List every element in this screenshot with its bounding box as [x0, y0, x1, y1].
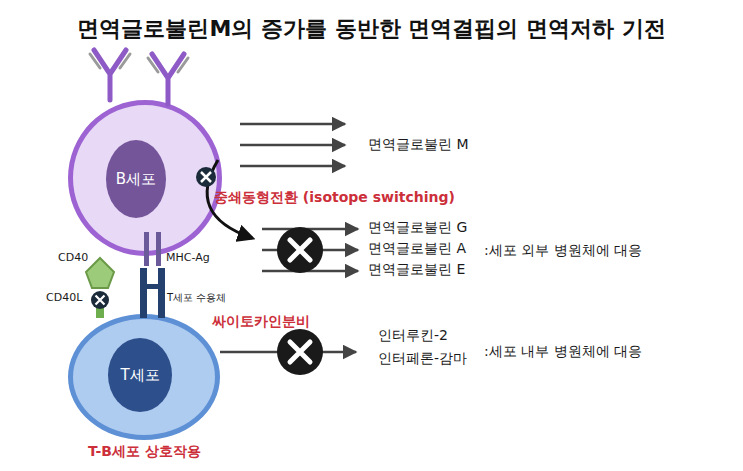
- antibody-symbol: [94, 50, 184, 104]
- output-label: 인터루킨-2: [378, 327, 448, 345]
- process-label: 중쇄동형전환 (isotope switching): [214, 189, 455, 207]
- molecule-label: T세포 수용체: [167, 291, 226, 305]
- tcr-symbol: [140, 268, 165, 318]
- output-arrow: [240, 124, 345, 166]
- caption-label: T-B세포 상호작용: [88, 443, 201, 461]
- output-label: 면역글로불린 A: [368, 240, 466, 258]
- cd40-symbol: [86, 258, 114, 288]
- cell-nucleus-label: B세포: [106, 140, 166, 218]
- antibody-light-chain: [90, 54, 188, 72]
- process-label: 싸이토카인분비: [212, 313, 310, 331]
- output-label: 인터페론-감마: [378, 350, 467, 368]
- diagram-title: 면역글로불린M의 증가를 동반한 면역결핍의 면역저하 기전: [0, 14, 743, 44]
- block-mark-small: [196, 167, 216, 187]
- note-label: :세포 내부 병원체에 대응: [484, 343, 642, 361]
- molecule-label: CD40L: [46, 291, 82, 304]
- molecule-label: CD40: [58, 251, 88, 264]
- output-label: 면역글로불린 E: [368, 261, 465, 279]
- cell-nucleus-label: T세포: [108, 338, 172, 412]
- block-mark: [277, 227, 323, 273]
- output-label: 면역글로불린 G: [368, 219, 467, 237]
- note-label: :세포 외부 병원체에 대응: [484, 242, 642, 260]
- block-mark: [277, 329, 323, 375]
- block-mark-small: [91, 291, 109, 309]
- output-label: 면역글로불린 M: [368, 136, 469, 154]
- molecule-label: MHC-Ag: [166, 251, 210, 264]
- t-cell: T세포: [68, 314, 220, 440]
